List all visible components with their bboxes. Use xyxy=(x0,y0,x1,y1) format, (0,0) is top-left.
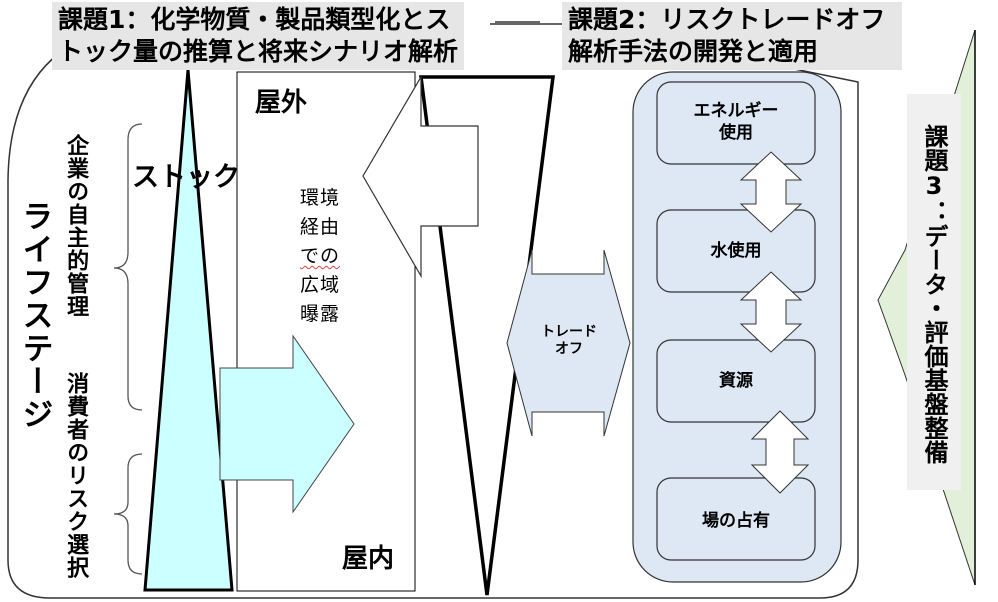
indoor-label: 屋内 xyxy=(342,544,395,574)
task2-title: 課題2：リスクトレードオフ 解析手法の開発と適用 xyxy=(562,2,902,70)
env-line: 広域 xyxy=(300,274,341,296)
stock-triangle xyxy=(143,69,234,592)
brace-corporate xyxy=(113,123,143,411)
resource-line: エネルギー xyxy=(693,101,779,121)
resource-material-label: 資源 xyxy=(657,370,815,392)
resource-box-land xyxy=(656,477,816,561)
consumer-risk-choice-label: 消費者のリスク選択 xyxy=(63,372,89,579)
double-arrow-energy-water xyxy=(739,151,803,233)
env-line: 環境 xyxy=(300,187,341,209)
double-arrow-material-land xyxy=(750,410,810,494)
double-arrow-water-material xyxy=(739,271,803,353)
resource-land-label: 場の占有 xyxy=(657,510,815,532)
resource-line: 使用 xyxy=(719,123,753,143)
tradeoff-double-arrow xyxy=(506,249,631,437)
resource-energy-label: エネルギー 使用 xyxy=(657,100,815,144)
env-line: 曝露 xyxy=(300,303,341,325)
environmental-exposure-arrow xyxy=(362,74,479,279)
resource-box-water xyxy=(656,209,816,293)
env-line: 経由 xyxy=(300,216,341,238)
resource-line: 水使用 xyxy=(710,241,762,261)
tradeoff-line1: トレード xyxy=(541,324,597,340)
resource-box-energy xyxy=(656,81,816,165)
outdoor-label: 屋外 xyxy=(255,88,308,118)
resource-box-material xyxy=(656,339,816,423)
environmental-exposure-label: 環境 経由 での 広域 曝露 xyxy=(300,184,340,329)
brace-consumer xyxy=(113,453,143,575)
task2-title-line1: 課題2：リスクトレードオフ xyxy=(568,5,886,34)
resource-line: 資源 xyxy=(719,371,753,391)
env-line: での xyxy=(300,245,341,267)
corporate-management-label: 企業の自主的管理 xyxy=(63,134,89,318)
tradeoff-label: トレード オフ xyxy=(520,324,618,358)
task3-title: 課題3：データ・評価基盤整備 xyxy=(907,94,961,490)
tradeoff-line2: オフ xyxy=(555,341,583,357)
task1-title-line1: 課題1：化学物質・製品類型化とス xyxy=(58,5,451,34)
indoor-exposure-arrow xyxy=(219,334,355,514)
task1-title-line2: トック量の推算と将来シナリオ解析 xyxy=(58,37,459,66)
resource-water-label: 水使用 xyxy=(657,240,815,262)
task1-title: 課題1：化学物質・製品類型化とス トック量の推算と将来シナリオ解析 xyxy=(52,2,465,70)
stock-label: ストック xyxy=(132,162,240,193)
lifecycle-label: ライフステージ xyxy=(16,200,53,431)
resource-line: 場の占有 xyxy=(702,511,770,531)
task2-title-line2: 解析手法の開発と適用 xyxy=(568,37,819,66)
